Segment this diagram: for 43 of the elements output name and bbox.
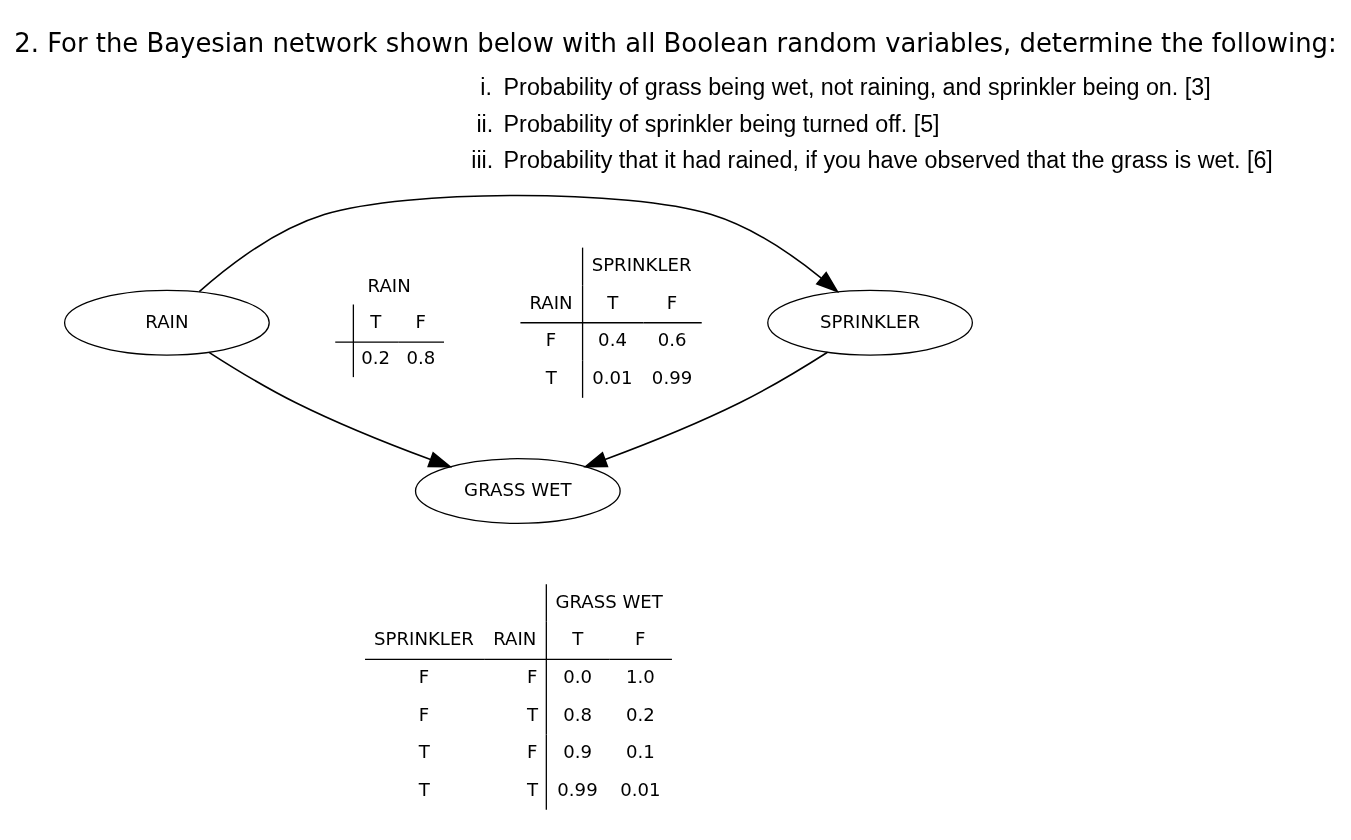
label: F: [545, 328, 557, 350]
label: F: [418, 665, 430, 687]
label: ii.: [476, 110, 494, 137]
label: T: [545, 366, 557, 388]
label: 0.01: [592, 366, 633, 388]
label: F: [415, 310, 426, 332]
label: 0.4: [598, 328, 627, 350]
label: 0.2: [361, 346, 390, 368]
label: 0.1: [625, 740, 655, 762]
label: RAIN: [367, 274, 411, 296]
label: F: [526, 665, 538, 687]
diagram-title: 2. For the Bayesian network shown below with all Boolean random variables, determine the following:: [14, 27, 1337, 58]
label: 0.9: [563, 740, 592, 762]
label: 0.99: [557, 778, 598, 800]
label: SPRINKLER: [374, 627, 474, 649]
label: Probability of sprinkler being turned off. [5]: [503, 110, 940, 137]
label: 0.01: [620, 778, 661, 800]
label: 0.8: [563, 703, 592, 725]
label: T: [370, 310, 382, 332]
label: iii.: [471, 146, 494, 173]
label: 0.0: [563, 665, 592, 687]
label: T: [526, 778, 538, 800]
label: SPRINKLER: [591, 253, 692, 275]
label: 0.99: [651, 366, 693, 388]
label: T: [418, 740, 430, 762]
label: T: [526, 703, 538, 725]
label: Probability of grass being wet, not raining, and sprinkler being on. [3]: [503, 73, 1211, 100]
label: i.: [480, 73, 492, 100]
label: T: [607, 291, 619, 313]
label: F: [666, 291, 678, 313]
label: RAIN: [493, 627, 537, 649]
label: 0.6: [657, 328, 687, 350]
label: GRASS WET: [555, 590, 663, 612]
label: Probability that it had rained, if you have observed that the grass is wet. [6]: [503, 146, 1273, 173]
label: T: [572, 627, 584, 649]
label: F: [418, 703, 430, 725]
label: F: [635, 627, 646, 649]
label: 1.0: [625, 665, 655, 687]
label: RAIN: [529, 291, 573, 313]
label: T: [418, 778, 430, 800]
label: 0.2: [625, 703, 655, 725]
label: 0.8: [406, 346, 436, 368]
label: F: [526, 740, 538, 762]
